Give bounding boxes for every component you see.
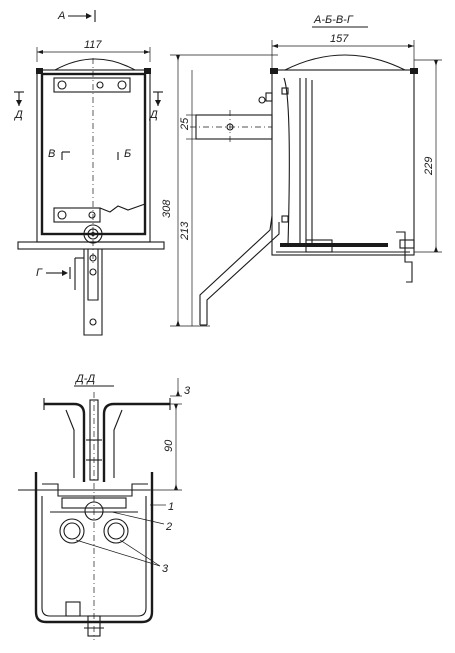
side-title: А-Б-В-Г: [313, 14, 354, 26]
front-width-dim: 117: [84, 39, 102, 51]
front-view: А 117 В Б: [13, 10, 165, 336]
front-section-d-left: Д: [13, 109, 23, 121]
section-dim-90: 90: [163, 439, 175, 452]
side-dim-308: 308: [161, 199, 173, 218]
front-section-v: В: [48, 148, 55, 160]
side-dim-229: 229: [423, 157, 435, 176]
front-section-d-right: Д: [148, 109, 158, 121]
front-section-g: Г: [36, 267, 43, 279]
section-view: Д-Д 3 90: [18, 373, 191, 640]
front-section-a-label: А: [57, 10, 65, 22]
side-width-dim: 157: [330, 33, 349, 45]
section-callout-2: 2: [165, 521, 172, 533]
side-view: А-Б-В-Г 157: [161, 14, 442, 327]
section-title: Д-Д: [74, 373, 95, 385]
section-dim-3: 3: [184, 385, 191, 397]
front-section-b: Б: [124, 148, 131, 160]
section-callout-1: 1: [168, 501, 174, 513]
side-dim-25: 25: [179, 117, 191, 131]
section-callout-3: 3: [162, 563, 169, 575]
side-dim-213: 213: [179, 221, 191, 241]
